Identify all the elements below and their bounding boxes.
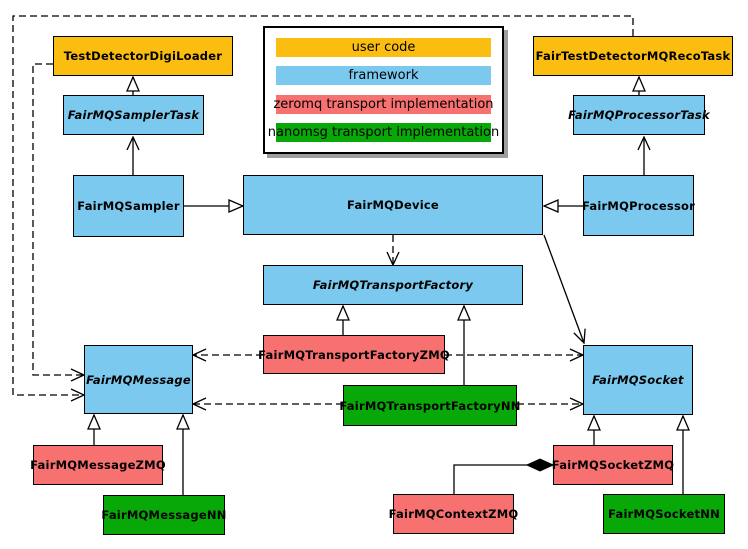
- legend-item-label: nanomsg transport implementation: [267, 124, 500, 140]
- legend-item-label: zeromq transport implementation: [273, 96, 494, 112]
- class-label-fairmq-socket-nn: FairMQSocketNN: [608, 507, 720, 521]
- class-label-fairmq-processor: FairMQProcessor: [581, 198, 696, 213]
- legend-item-zeromq: zeromq transport implementation: [273, 94, 494, 114]
- edge-recotask-uses-message: [12, 15, 634, 395]
- class-label-fairmq-message-zmq: FairMQMessageZMQ: [30, 458, 166, 472]
- legend-item-framework: framework: [276, 66, 491, 86]
- class-box-fairmq-message-zmq: FairMQMessageZMQ: [30, 445, 166, 485]
- class-box-fairmq-message-nn: FairMQMessageNN: [101, 495, 227, 535]
- legend-item-nanomsg: nanomsg transport implementation: [268, 122, 499, 142]
- class-label-fairmq-socket: FairMQSocket: [592, 373, 684, 387]
- class-label-fair-test-detector-mq-reco-task: FairTestDetectorMQRecoTask: [535, 49, 731, 63]
- class-box-fair-test-detector-mq-reco-task: FairTestDetectorMQRecoTask: [533, 36, 733, 76]
- legend-item-user-code: user code: [276, 38, 491, 57]
- class-box-fairmq-socket-zmq: FairMQSocketZMQ: [551, 445, 675, 485]
- legend-box: user code framework zeromq transport imple…: [263, 26, 504, 154]
- legend-item-label: user code: [351, 40, 416, 55]
- class-label-fairmq-transport-factory-zmq: FairMQTransportFactoryZMQ: [258, 347, 450, 362]
- edge-device-to-socket: [543, 234, 584, 343]
- class-box-fairmq-processor: FairMQProcessor: [581, 175, 696, 236]
- class-box-fairmq-device: FairMQDevice: [243, 175, 543, 235]
- class-label-fairmq-transport-factory: FairMQTransportFactory: [312, 278, 474, 292]
- class-label-test-detector-digi-loader: TestDetectorDigiLoader: [63, 49, 223, 63]
- class-box-fairmq-transport-factory-zmq: FairMQTransportFactoryZMQ: [258, 335, 450, 374]
- class-box-test-detector-digi-loader: TestDetectorDigiLoader: [53, 36, 233, 76]
- class-label-fairmq-socket-zmq: FairMQSocketZMQ: [551, 458, 675, 472]
- class-label-fairmq-device: FairMQDevice: [347, 198, 439, 212]
- edge-digiloader-uses-message: [32, 63, 84, 375]
- class-label-fairmq-processor-task: FairMQProcessorTask: [568, 108, 710, 122]
- class-label-fairmq-message: FairMQMessage: [86, 372, 191, 387]
- class-label-fairmq-transport-factory-nn: FairMQTransportFactoryNN: [339, 398, 521, 413]
- class-box-fairmq-processor-task: FairMQProcessorTask: [568, 95, 710, 135]
- edge-contextzmq-composition-socketzmq: [453, 465, 553, 494]
- class-label-fairmq-message-nn: FairMQMessageNN: [101, 508, 227, 522]
- class-box-fairmq-sampler: FairMQSampler: [73, 175, 184, 237]
- class-label-fairmq-sampler-task: FairMQSamplerTask: [67, 108, 200, 122]
- class-box-fairmq-context-zmq: FairMQContextZMQ: [389, 494, 518, 534]
- class-box-fairmq-transport-factory: FairMQTransportFactory: [263, 265, 523, 305]
- class-box-fairmq-transport-factory-nn: FairMQTransportFactoryNN: [339, 385, 520, 426]
- class-box-fairmq-sampler-task: FairMQSamplerTask: [63, 95, 204, 135]
- class-label-fairmq-sampler: FairMQSampler: [77, 199, 180, 213]
- class-box-fairmq-socket-nn: FairMQSocketNN: [603, 494, 725, 534]
- class-box-fairmq-socket: FairMQSocket: [583, 345, 693, 415]
- class-label-fairmq-context-zmq: FairMQContextZMQ: [388, 507, 519, 521]
- class-box-fairmq-message: FairMQMessage: [84, 345, 193, 414]
- legend-item-label: framework: [348, 68, 419, 84]
